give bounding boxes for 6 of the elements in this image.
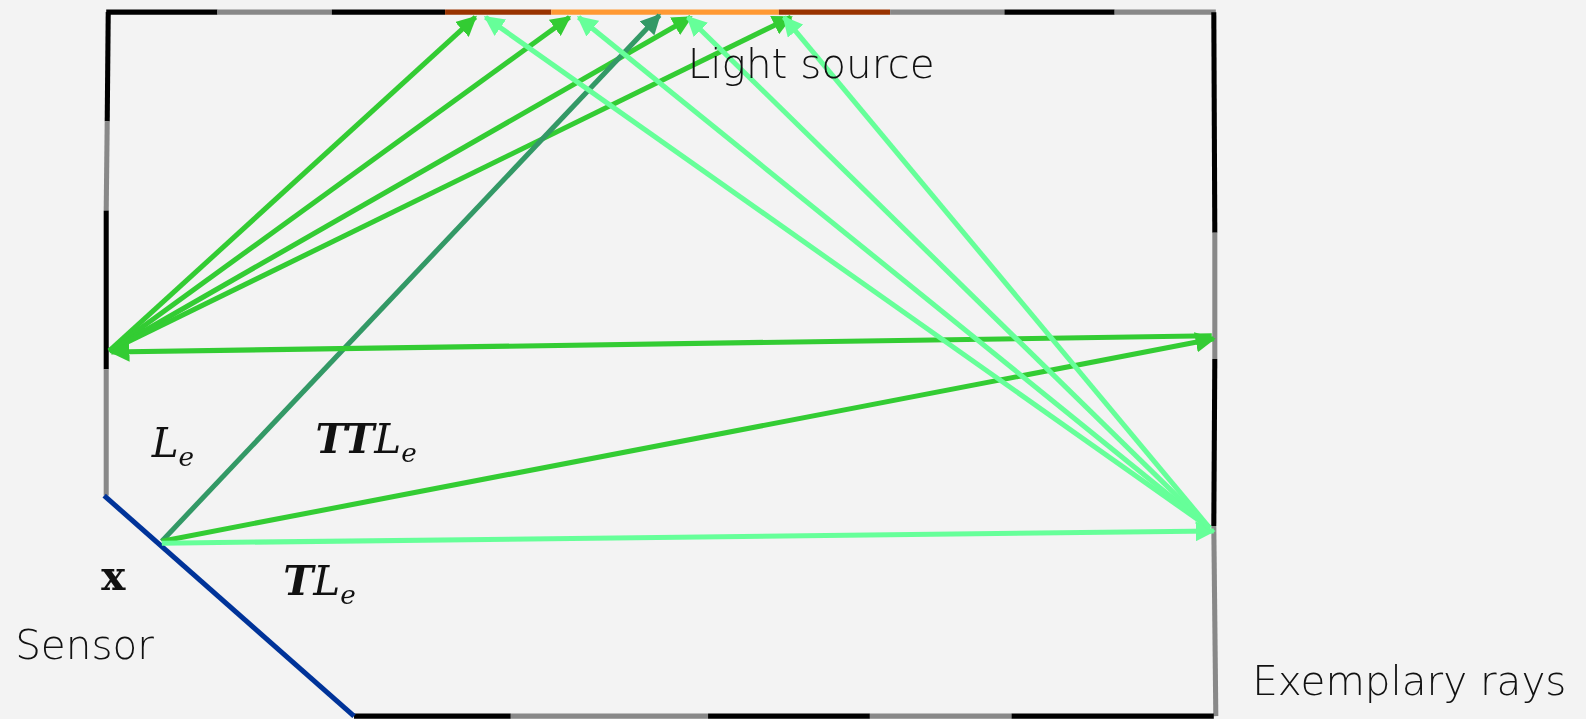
sensor-label: Sensor — [15, 622, 154, 669]
exemplary-rays-label: Exemplary rays — [1252, 657, 1567, 704]
math-label: L$_{e}$ — [151, 419, 195, 473]
math-label: TTL$_{e}$ — [315, 414, 417, 469]
math-label: TL$_{e}$ — [283, 556, 356, 610]
point-label: x — [101, 551, 126, 599]
